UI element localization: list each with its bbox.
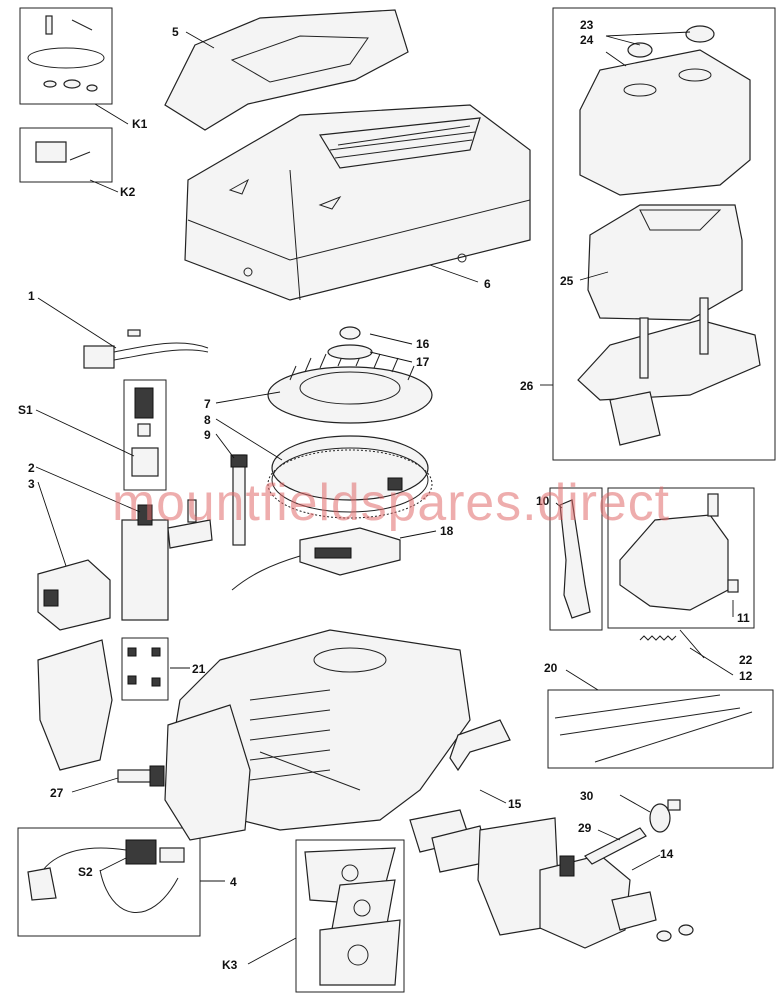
callout-30: 30 (580, 789, 594, 803)
callout-k2: K2 (120, 185, 136, 199)
breather-hose-part-15 (449, 719, 511, 772)
callout-23: 23 (580, 18, 594, 32)
callout-5: 5 (172, 25, 179, 39)
control-rods-box (547, 689, 774, 769)
callout-16: 16 (416, 337, 430, 351)
carburettor-spacer (409, 809, 561, 936)
callout-24: 24 (580, 33, 594, 47)
k2-kit-parts (35, 141, 91, 163)
callout-20: 20 (544, 661, 558, 675)
callout-18: 18 (440, 524, 454, 538)
spring-part-12 (639, 635, 677, 641)
callout-7: 7 (204, 397, 211, 411)
ignition-coil-part-18 (231, 527, 401, 591)
callout-3: 3 (28, 477, 35, 491)
callout-s1: S1 (18, 403, 33, 417)
gasket-set-k3 (304, 847, 401, 986)
callout-s2: S2 (78, 865, 93, 879)
s2-kit-box (17, 827, 201, 937)
carburettor-part-14 (539, 854, 694, 949)
spark-plug-part-27 (117, 765, 165, 787)
starter-motor-part-2 (121, 499, 213, 621)
cooling-fan-part-7 (267, 351, 433, 424)
fuel-hose-part-29 (584, 827, 647, 865)
callout-10: 10 (536, 494, 550, 508)
air-filter-cover-part-24 (579, 49, 751, 196)
leader-lines (35, 31, 734, 965)
callout-11: 11 (737, 611, 750, 625)
wiring-connector-part-1 (83, 329, 209, 369)
stop-switch-s2 (27, 839, 185, 914)
callout-4: 4 (230, 875, 237, 889)
k1-kit-box (19, 7, 113, 105)
k2-kit-box (19, 127, 113, 183)
cover-knobs-part-23 (627, 25, 715, 58)
callout-k3: K3 (222, 958, 238, 972)
regulator-part-3 (37, 559, 111, 631)
callout-12: 12 (739, 669, 753, 683)
starter-bracket (37, 639, 113, 771)
fuel-filter-part-30 (649, 799, 681, 833)
lever-part-10-box (549, 487, 603, 631)
blower-housing-part-6 (184, 104, 531, 301)
air-filter-base-part-26 (577, 297, 761, 446)
callout-22: 22 (739, 653, 753, 667)
callout-21: 21 (192, 662, 206, 676)
part-9-pin (230, 454, 248, 546)
callout-29: 29 (578, 821, 592, 835)
callout-27: 27 (50, 786, 64, 800)
callout-25: 25 (560, 274, 574, 288)
k3-gasket-kit-box (295, 839, 405, 993)
air-filter-group-box (552, 7, 776, 461)
callout-26: 26 (520, 379, 534, 393)
starter-pinion-s1 (123, 379, 167, 491)
callout-labels: K1 K2 5 6 1 S1 2 3 16 17 7 8 9 18 21 27 … (18, 18, 753, 972)
throttle-bracket-box (607, 487, 755, 629)
control-rods-part-20 (554, 694, 753, 763)
air-filter-element-part-25 (587, 204, 743, 321)
callout-8: 8 (204, 413, 211, 427)
callout-17: 17 (416, 355, 430, 369)
brush-set-part-21 (121, 637, 169, 701)
callout-9: 9 (204, 428, 211, 442)
callout-6: 6 (484, 277, 491, 291)
callout-14: 14 (660, 847, 674, 861)
k1-kit-parts (27, 15, 105, 92)
callout-15: 15 (508, 797, 522, 811)
callout-k1: K1 (132, 117, 148, 131)
lever-part-10 (559, 499, 591, 619)
nut-washer-parts-16-17 (327, 326, 373, 360)
callout-1: 1 (28, 289, 35, 303)
callout-2: 2 (28, 461, 35, 475)
watermark-text: mountfieldspares.direct (112, 474, 670, 532)
upper-cover-part-5 (164, 9, 409, 131)
flywheel-part-8 (267, 435, 433, 519)
engine-block (164, 629, 471, 841)
throttle-bracket-part-22 (619, 493, 739, 611)
